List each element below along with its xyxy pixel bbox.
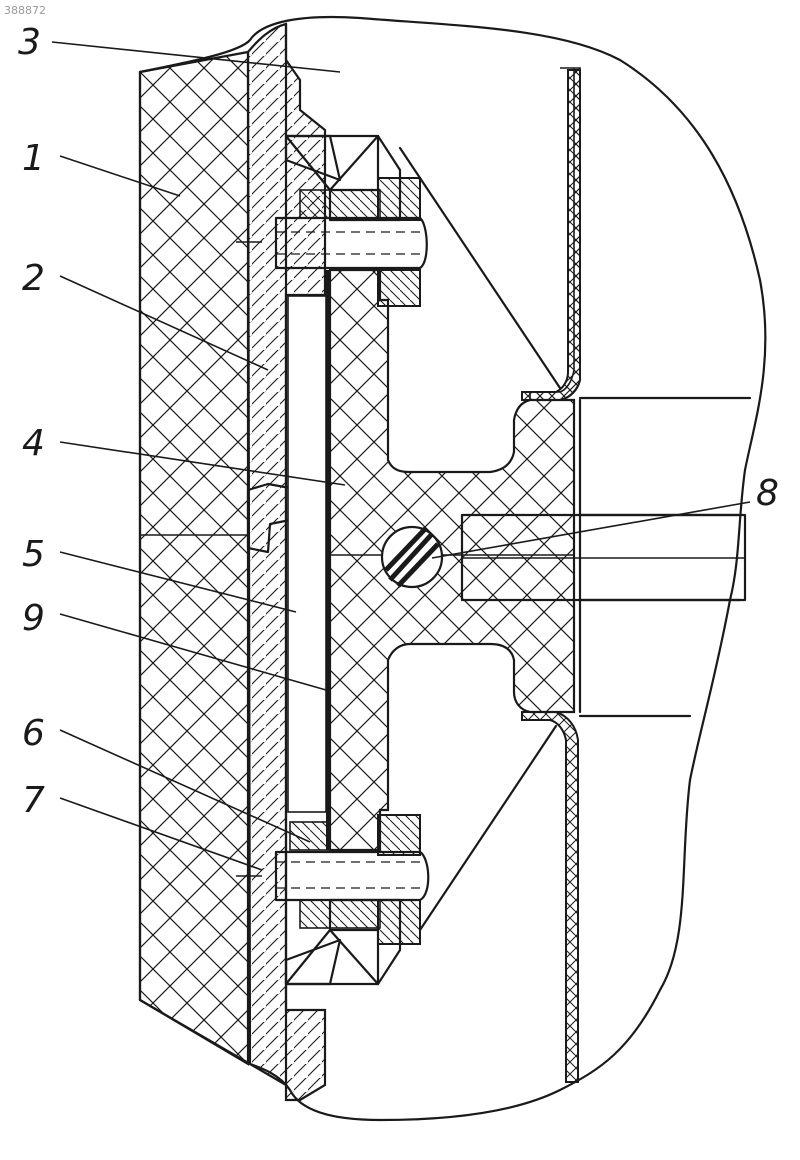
outer-wall-part-1: [140, 52, 248, 1064]
callout-3: 3: [18, 22, 41, 63]
callout-8: 8: [756, 473, 779, 514]
hub-part-4: [330, 270, 574, 850]
callout-9: 9: [22, 598, 45, 639]
callout-7: 7: [22, 780, 45, 821]
corner-code: 388872: [4, 4, 46, 17]
callout-6: 6: [22, 713, 45, 754]
callout-4: 4: [22, 423, 45, 464]
callout-1: 1: [22, 138, 45, 179]
cavity-part-5: [288, 296, 326, 812]
callout-2: 2: [22, 258, 45, 299]
pin-part-8: [382, 527, 442, 587]
callout-5: 5: [22, 534, 45, 575]
